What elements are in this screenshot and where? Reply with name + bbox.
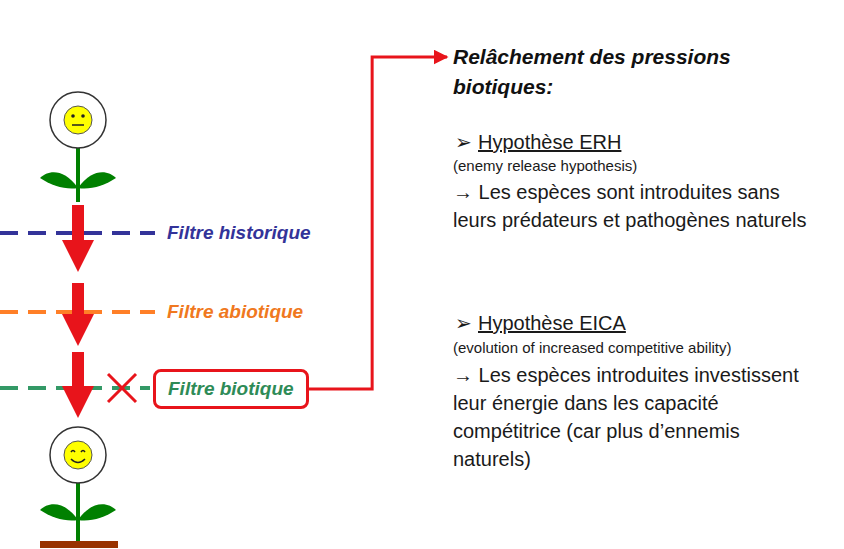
hypothesis-text: → Les espèces sont introduites sans leur… (453, 178, 808, 234)
node-text: Relâchement des pressions biotiques: (453, 42, 808, 102)
hypothesis-subtitle: (evolution of increased competitive abil… (453, 339, 731, 357)
hypothesis-text: → Les espèces introduites investissent l… (453, 361, 813, 473)
filter-label: Filtre abiotique (167, 300, 303, 324)
blocked-cross (108, 374, 136, 402)
filter-label: Filtre historique (167, 221, 311, 245)
hypothesis-heading: Hypothèse EICA (478, 309, 626, 337)
filter-arrows (62, 205, 94, 418)
happy-flower (40, 427, 118, 548)
neutral-flower (40, 92, 116, 202)
node-text: Filtre biotique (168, 377, 294, 401)
filter-box: Filtre biotique (153, 369, 309, 409)
title-block: Relâchement des pressions biotiques: (453, 42, 808, 102)
bullet-symbol: ➢ (455, 128, 472, 156)
hypothesis-heading: Hypothèse ERH (478, 128, 621, 156)
connector-arrow (309, 57, 447, 389)
bullet-symbol: ➢ (455, 309, 472, 337)
hypothesis-subtitle: (enemy release hypothesis) (453, 157, 637, 175)
